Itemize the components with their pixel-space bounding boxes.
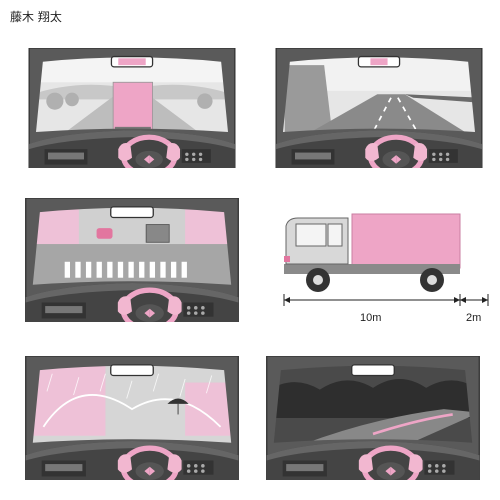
length-label: 10m	[360, 312, 382, 324]
panel-rain	[12, 356, 252, 480]
windshield-crosswalk-intersection-icon	[12, 198, 252, 322]
panel-intersection	[12, 198, 252, 322]
windshield-empty-road-icon	[268, 48, 490, 168]
gap-label: 2m	[466, 312, 482, 324]
truck-side-view-icon	[283, 213, 489, 306]
windshield-dark-road-icon	[256, 356, 490, 480]
author-name: 藤木 翔太	[10, 10, 62, 24]
panel-tunnel-night	[256, 356, 490, 480]
panel-empty-highway	[268, 48, 490, 168]
panel-following-truck	[12, 48, 252, 168]
windshield-with-truck-ahead-icon	[12, 48, 252, 168]
windshield-rain-icon	[12, 356, 252, 480]
panel-truck-diagram	[276, 204, 490, 308]
